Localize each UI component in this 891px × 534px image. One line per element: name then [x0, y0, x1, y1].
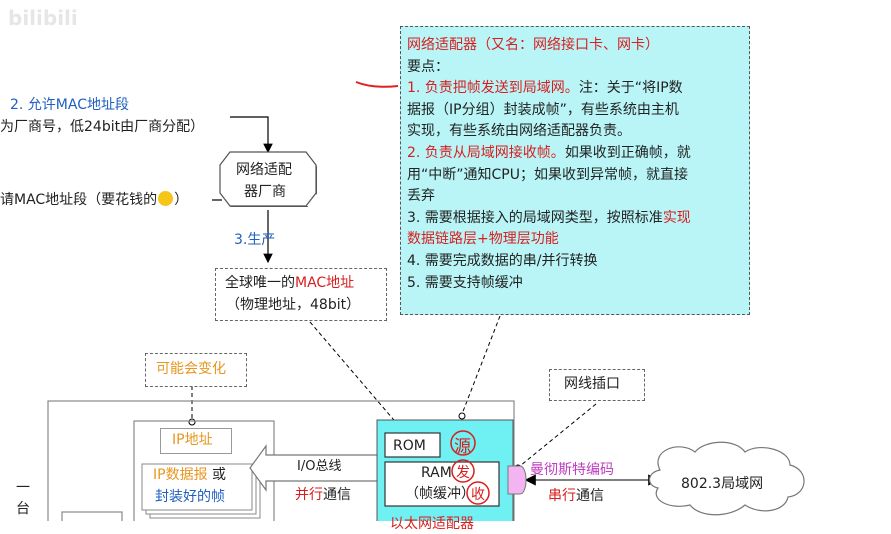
- note-point-3: 3. 需要根据接入的局域网类型，按照标准实现: [407, 208, 749, 230]
- handwriting-source: 源: [454, 437, 471, 457]
- may-change-box: [145, 353, 247, 387]
- or-label: 或: [207, 467, 227, 483]
- io-bus-label: I/O总线: [297, 459, 342, 474]
- vertical-label-2: 台: [16, 501, 30, 517]
- allow-mac-label: 2. 允许MAC地址段: [10, 97, 129, 113]
- ip-datagram-label: IP数据报: [153, 467, 208, 483]
- note-point-1-red: 1. 负责把帧发送到局域网。: [407, 80, 579, 97]
- mac-box-line1: 全球唯一的MAC地址: [225, 273, 354, 293]
- note-point-2-red: 2. 负责从局域网接收帧。: [407, 144, 565, 161]
- note-point-4: 4. 需要完成数据的串/并行转换: [407, 252, 598, 269]
- serial-comm-suffix: 通信: [576, 488, 604, 504]
- manchester-label: 曼彻斯特编码: [530, 462, 614, 478]
- parallel-label: 并行: [295, 487, 323, 503]
- apply-mac-label: 请MAC地址段（要花钱的: [0, 192, 158, 208]
- vendor-box-line1: 网络适配: [236, 162, 292, 178]
- frame-label: 封装好的帧: [155, 489, 225, 505]
- note-point-5: 5. 需要支持帧缓冲: [407, 274, 523, 291]
- note-point-2-line3: 丢弃: [407, 188, 435, 205]
- vertical-label-1: 一: [16, 480, 30, 496]
- handwriting-receive: 收: [471, 487, 485, 503]
- serial-comm-label: 串行通信: [548, 486, 604, 506]
- vendor-split-text: 为厂商号，低24bit由厂商分配）: [0, 119, 205, 135]
- ram-label: RAM: [421, 465, 452, 481]
- serial-label: 串行: [548, 488, 576, 504]
- note-point-3-line2: 数据链路层+物理层功能: [407, 231, 559, 248]
- note-point-2-rest: 如果收到正确帧，就: [564, 144, 691, 161]
- ip-datagram-text: IP数据报 或: [153, 465, 226, 485]
- parallel-comm-label: 并行通信: [295, 485, 351, 505]
- allow-mac-text: 2. 允许MAC地址段: [10, 95, 129, 115]
- may-change-label: 可能会变化: [156, 361, 226, 377]
- note-point-1: 1. 负责把帧发送到局域网。注：关于“将IP数: [407, 78, 749, 100]
- rom-label: ROM: [393, 438, 426, 454]
- vendor-box-outline: [219, 151, 317, 207]
- apply-mac-end: ）: [174, 192, 189, 208]
- handwriting-send: 发: [456, 465, 470, 481]
- watermark: bilibili: [8, 6, 78, 30]
- parallel-comm-suffix: 通信: [323, 487, 351, 503]
- note-point-2-line2: 用“中断”通知CPU；如果收到异常帧，就直接: [407, 166, 688, 183]
- mac-box-line2: （物理地址，48bit）: [226, 297, 361, 313]
- note-point-3-red1: 实现: [662, 209, 691, 226]
- adapter-note-box: 网络适配器（又名：网络接口卡、网卡） 要点： 1. 负责把帧发送到局域网。注：关…: [400, 26, 750, 315]
- cable-port-box: [549, 369, 645, 401]
- mac-box-mac: MAC地址: [295, 275, 355, 291]
- vendor-box-line2: 器厂商: [244, 184, 286, 200]
- note-title: 网络适配器（又名：网络接口卡、网卡）: [407, 37, 659, 53]
- lan-cloud-label: 802.3局域网: [681, 476, 764, 492]
- note-point-1-line2: 据报（IP分组）封装成帧”，有些系统由主机: [407, 101, 679, 118]
- bottom-adapter-label: 以太网适配器: [390, 516, 474, 532]
- note-point-1-line3: 实现，有些系统由网络适配器负责。: [407, 123, 631, 140]
- ip-address-label: IP地址: [172, 432, 213, 448]
- cable-port-label: 网线插口: [564, 376, 620, 392]
- note-point-3-text: 3. 需要根据接入的局域网类型，按照标准: [407, 209, 663, 226]
- apply-mac-text: 请MAC地址段（要花钱的 ）: [0, 190, 188, 210]
- frame-buffer-label: （帧缓冲）: [405, 486, 475, 502]
- note-point-2: 2. 负责从局域网接收帧。如果收到正确帧，就: [407, 143, 749, 165]
- connector-lines: [47, 81, 805, 521]
- mac-address-box: [215, 268, 387, 321]
- note-key-points: 要点：: [407, 58, 449, 75]
- produce-label: 3.生产: [234, 232, 276, 248]
- mac-box-pre: 全球唯一的: [225, 275, 295, 291]
- ip-address-box: [160, 428, 232, 454]
- crying-emoji-icon: [158, 191, 174, 206]
- note-point-1-rest: 注：关于“将IP数: [578, 80, 683, 97]
